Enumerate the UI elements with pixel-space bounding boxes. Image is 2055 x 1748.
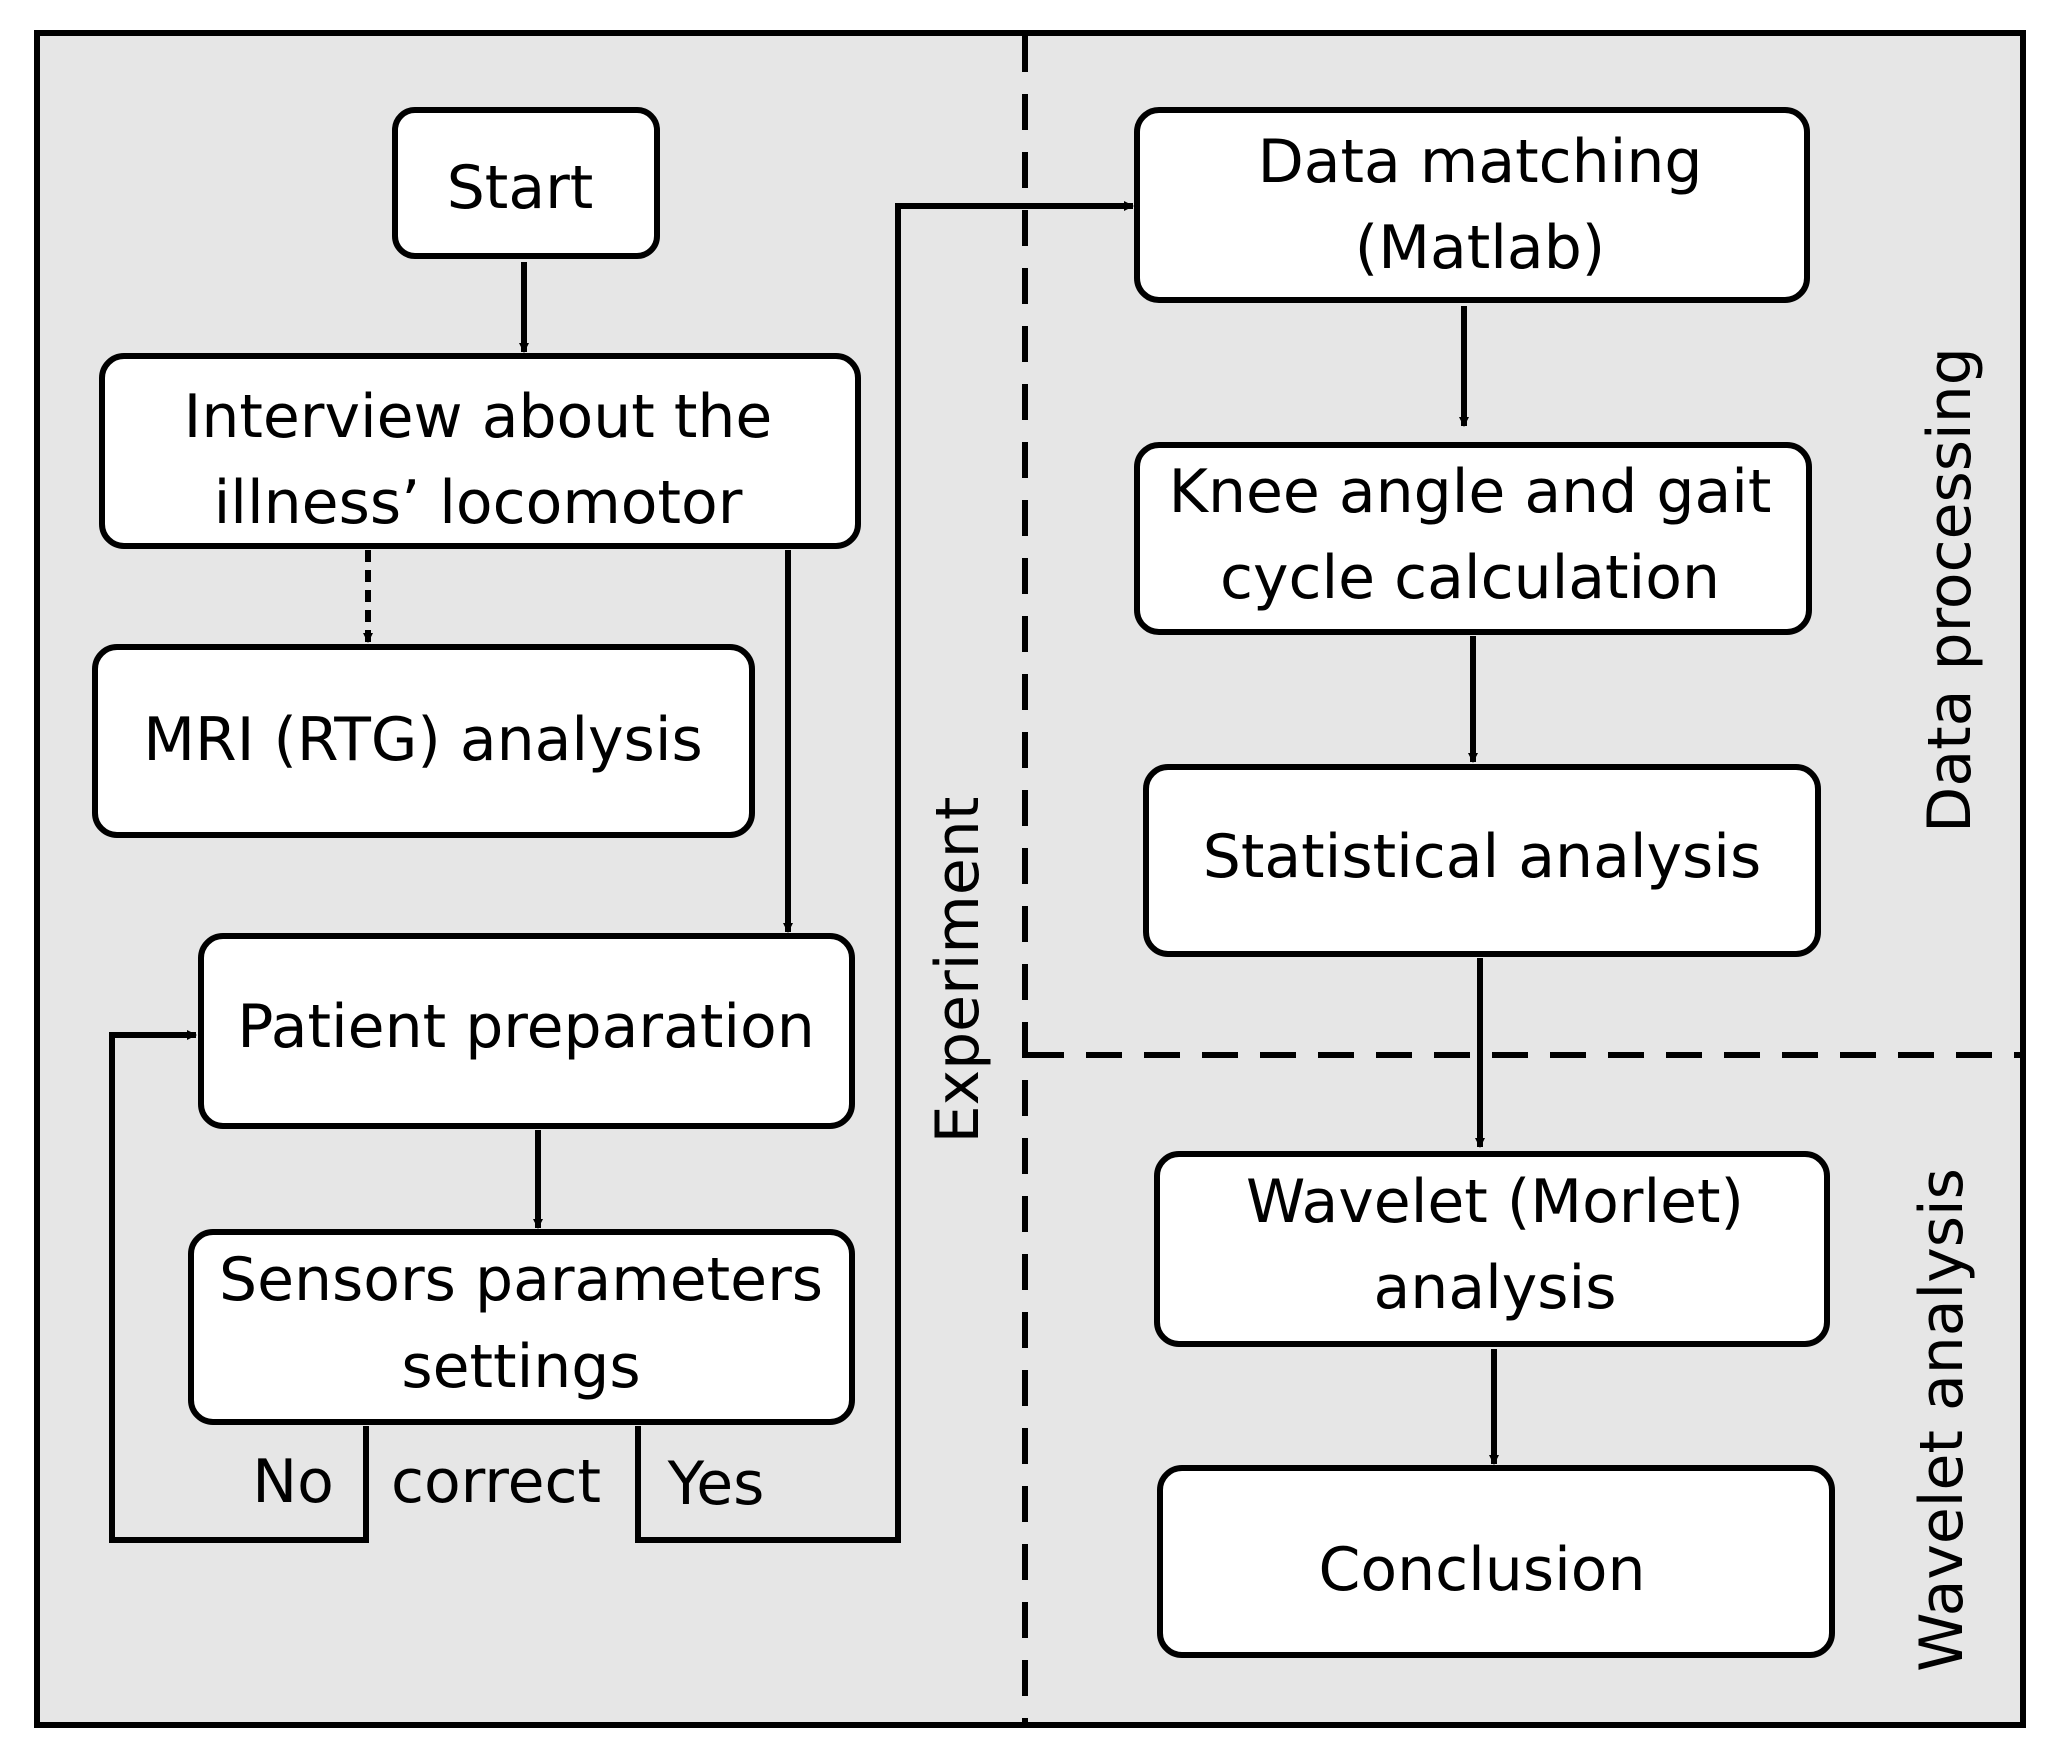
box-stats-label: Statistical analysis [1203, 822, 1761, 892]
box-knee-line-2: cycle calculation [1220, 543, 1720, 613]
box-matching-line-1: Data matching [1258, 127, 1703, 197]
box-sensors-line-2: settings [401, 1332, 640, 1402]
loop-no-back-to-patient [109, 1030, 369, 1543]
section-label-wavelet-analysis: Wavelet analysis [1907, 1168, 1977, 1672]
box-interview: Interview about the illness’ locomotor [99, 353, 861, 549]
box-interview-line-2: illness’ locomotor [214, 468, 743, 538]
section-label-experiment: Experiment [923, 797, 993, 1144]
box-matching-line-2: (Matlab) [1355, 213, 1605, 283]
section-label-data-processing: Data processing [1915, 347, 1985, 833]
box-data-matching: Data matching (Matlab) [1134, 107, 1810, 303]
box-statistical-analysis: Statistical analysis [1143, 764, 1821, 957]
box-mri: MRI (RTG) analysis [92, 644, 755, 838]
box-wavelet-analysis: Wavelet (Morlet) analysis [1154, 1151, 1830, 1347]
box-start-label: Start [447, 153, 594, 223]
box-knee-gait: Knee angle and gait cycle calculation [1134, 442, 1812, 635]
box-patient-preparation: Patient preparation [198, 933, 855, 1129]
box-wavelet-line-1: Wavelet (Morlet) [1246, 1167, 1744, 1237]
box-mri-label: MRI (RTG) analysis [143, 705, 703, 775]
box-patient-label: Patient preparation [237, 992, 815, 1062]
box-interview-line-1: Interview about the [184, 382, 773, 452]
box-start: Start [392, 107, 660, 259]
box-knee-line-1: Knee angle and gait [1169, 457, 1772, 527]
connectors [109, 201, 1499, 1543]
path-yes-to-data-matching [635, 201, 1134, 1543]
decision-condition-label: correct [391, 1447, 601, 1517]
box-conclusion: Conclusion [1157, 1465, 1835, 1658]
box-sensors-line-1: Sensors parameters [219, 1245, 823, 1315]
box-conclusion-label: Conclusion [1319, 1535, 1646, 1605]
box-sensors-settings: Sensors parameters settings [188, 1229, 855, 1425]
decision-yes-label: Yes [667, 1449, 765, 1519]
box-wavelet-line-2: analysis [1374, 1253, 1617, 1323]
decision-no-label: No [252, 1447, 334, 1517]
